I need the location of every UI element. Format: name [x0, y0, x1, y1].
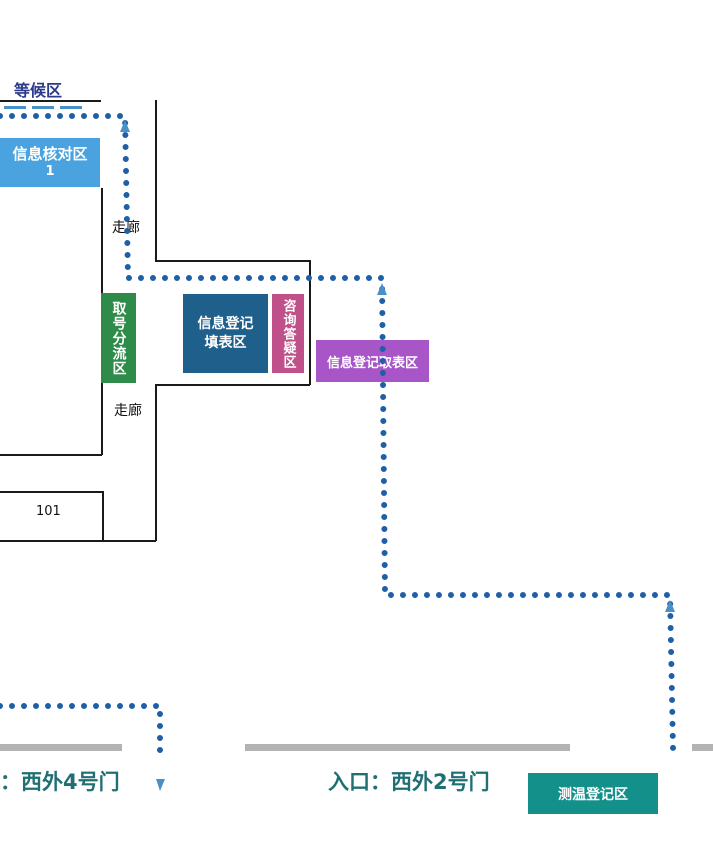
route-arrow-up-2 — [377, 283, 387, 295]
route-arrow-up-1 — [120, 120, 130, 132]
consult-zone: 咨询答疑区 — [272, 294, 304, 373]
route-path-west2 — [0, 113, 676, 751]
wall-bottom — [0, 540, 156, 542]
west-gate-2-label: 入口：西外2号门 — [328, 770, 490, 794]
waiting-area-label: 等候区 — [14, 81, 63, 100]
info-fill-zone-label: 信息登记填表区 — [197, 315, 254, 351]
room-101-label: 101 — [36, 504, 61, 519]
road-middle — [245, 744, 570, 751]
ticket-split-zone-label: 取号分流区 — [110, 300, 127, 376]
wall-annex-right — [309, 260, 311, 385]
waiting-seat-1 — [4, 106, 26, 109]
wall-corridor-right-lower — [155, 384, 157, 541]
info-fill-zone: 信息登记填表区 — [183, 294, 268, 373]
temp-register-zone-label: 测温登记区 — [558, 786, 628, 803]
form-pickup-zone: 信息登记取表区 — [316, 340, 429, 382]
west-gate-4-label: ：西外4号门 — [0, 770, 120, 794]
wall-left-room-bottom — [0, 454, 102, 456]
form-pickup-zone-label: 信息登记取表区 — [326, 355, 418, 371]
consult-zone-label: 咨询答疑区 — [280, 298, 296, 369]
wall-annex-top — [155, 260, 310, 262]
temp-register-zone: 测温登记区 — [528, 773, 658, 814]
waiting-seat-2 — [32, 106, 54, 109]
route-path-west4 — [0, 703, 163, 763]
road-left — [0, 744, 122, 751]
info-check-zone: 信息核对区 1 — [0, 138, 100, 187]
wall-top-left — [0, 100, 101, 102]
waiting-seat-3 — [60, 106, 82, 109]
ticket-split-zone: 取号分流区 — [101, 293, 136, 383]
wall-room101-right — [102, 491, 104, 541]
wall-corridor-right-upper — [155, 100, 157, 261]
corridor-lower-label: 走廊 — [114, 403, 142, 419]
info-check-zone-number: 1 — [45, 163, 55, 179]
wall-room101-top — [0, 491, 103, 493]
wall-annex-bottom — [155, 384, 310, 386]
corridor-upper-label: 走廊 — [112, 220, 140, 236]
info-check-zone-label: 信息核对区 — [12, 144, 88, 163]
road-right — [692, 744, 713, 751]
route-arrow-up-3 — [665, 600, 675, 612]
route-arrow-down-west4 — [156, 779, 165, 791]
